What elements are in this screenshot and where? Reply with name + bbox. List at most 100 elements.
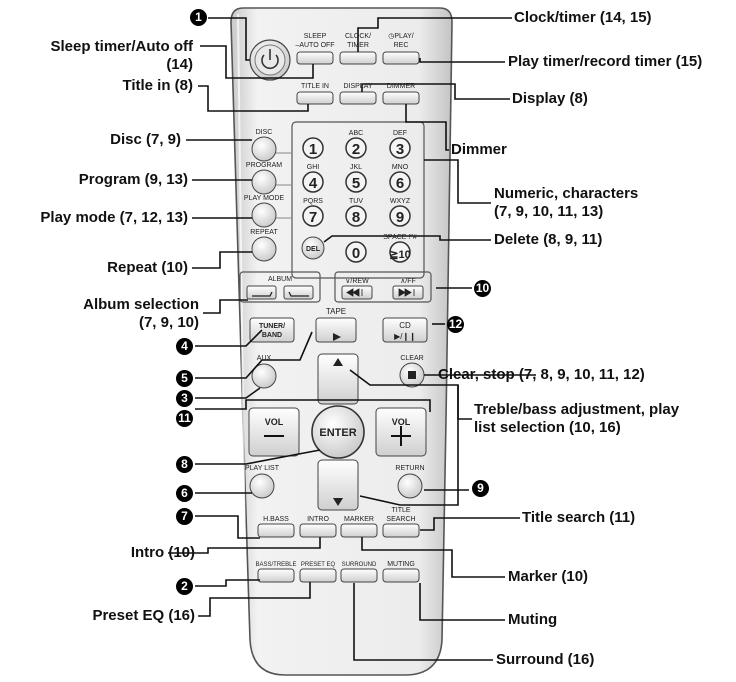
label-title-search: Title search (11) bbox=[522, 509, 636, 526]
key-7-button bbox=[302, 205, 324, 227]
sleep-label: SLEEP bbox=[304, 33, 327, 40]
key-2-digit: 2 bbox=[352, 141, 360, 158]
power-icon bbox=[261, 49, 279, 70]
key-11-digit: ≧10 bbox=[389, 249, 410, 261]
key-1-digit: 1 bbox=[309, 141, 317, 158]
play-rec-label-2: REC bbox=[394, 42, 409, 49]
key-7-letters: PQRS bbox=[303, 198, 323, 205]
marker-label: MARKER bbox=[344, 516, 374, 523]
title-search-label: TITLE bbox=[391, 507, 410, 514]
return-label: RETURN bbox=[395, 465, 424, 472]
label-treble-bass: Treble/bass adjustment, play bbox=[474, 401, 680, 418]
tuner-label: TUNER/ bbox=[259, 323, 285, 330]
key-4-digit: 4 bbox=[309, 175, 318, 192]
tape-label: TAPE bbox=[326, 307, 346, 316]
label-sleep-timer: Sleep timer/Auto off bbox=[50, 38, 193, 55]
keypad-frame bbox=[291, 121, 425, 279]
key-6-digit: 6 bbox=[396, 175, 404, 192]
key-3-letters: DEF bbox=[393, 130, 407, 137]
enter-label: ENTER bbox=[319, 427, 356, 439]
sleep-label-2: –AUTO OFF bbox=[295, 42, 334, 49]
callout-2: 2 bbox=[176, 578, 193, 595]
cd-label: CD bbox=[399, 321, 411, 330]
key-8-letters: TUV bbox=[349, 198, 363, 205]
key-4-letters: GHI bbox=[307, 164, 320, 171]
label-marker: Marker (10) bbox=[508, 568, 589, 585]
key-4-button bbox=[302, 171, 324, 193]
label-play-mode: Play mode (7, 12, 13) bbox=[40, 209, 188, 226]
hbass-label: H.BASS bbox=[263, 516, 289, 523]
key-3-button bbox=[389, 137, 411, 159]
album-label: ALBUM bbox=[268, 276, 292, 283]
key-8-digit: 8 bbox=[352, 209, 360, 226]
play-rec-label: ◷PLAY/ bbox=[388, 33, 413, 40]
key-9-button bbox=[389, 205, 411, 227]
label-preset-eq: Preset EQ (16) bbox=[92, 607, 195, 624]
callout-6: 6 bbox=[176, 485, 193, 502]
label-clear-stop: Clear, stop (7, 8, 9, 10, 11, 12) bbox=[438, 366, 645, 383]
callout-3: 3 bbox=[176, 390, 193, 407]
label-muting: Muting bbox=[508, 611, 558, 628]
key-5-digit: 5 bbox=[352, 175, 360, 192]
intro-label: INTRO bbox=[307, 516, 329, 523]
display-label: DISPLAY bbox=[343, 83, 372, 90]
key-11-button bbox=[389, 241, 411, 263]
label-dimmer: Dimmer bbox=[451, 141, 507, 158]
label-numeric: Numeric, characters bbox=[494, 185, 639, 202]
program-label: PROGRAM bbox=[246, 162, 282, 169]
clock-label-2: TIMER bbox=[347, 42, 369, 49]
key-9-letters: WXYZ bbox=[390, 198, 411, 205]
callout-8: 8 bbox=[176, 456, 193, 473]
key-3-digit: 3 bbox=[396, 141, 404, 158]
stop-icon bbox=[408, 371, 416, 379]
key-8-button bbox=[345, 205, 367, 227]
label-album-selection: Album selection bbox=[83, 296, 199, 313]
ff-label: ∧/FF bbox=[400, 278, 416, 285]
label-repeat: Repeat (10) bbox=[107, 259, 188, 276]
rew-label: ∨/REW bbox=[345, 278, 369, 285]
title-in-label: TITLE IN bbox=[301, 83, 329, 90]
rew-icon bbox=[346, 288, 363, 297]
key-9-digit: 9 bbox=[396, 209, 404, 226]
key-5-letters: JKL bbox=[350, 164, 362, 171]
key-5-button bbox=[345, 171, 367, 193]
label-play-timer: Play timer/record timer (15) bbox=[508, 53, 703, 70]
surround-label: SURROUND bbox=[342, 562, 377, 568]
key-2-button bbox=[345, 137, 367, 159]
title-search-label-2: SEARCH bbox=[386, 516, 415, 523]
callout-11: 11 bbox=[176, 410, 193, 427]
callout-1: 1 bbox=[190, 9, 207, 26]
label-sleep-timer-pages: (14) bbox=[166, 56, 193, 73]
play-pause-icon: ▶/❙❙ bbox=[394, 332, 416, 341]
label-program: Program (9, 13) bbox=[78, 171, 188, 188]
callout-10: 10 bbox=[474, 280, 491, 297]
label-delete: Delete (8, 9, 11) bbox=[494, 231, 603, 248]
label-album-selection-pages: (7, 9, 10) bbox=[138, 314, 199, 331]
preset-eq-label: PRESET EQ bbox=[301, 562, 336, 568]
label-display: Display (8) bbox=[512, 90, 588, 107]
tape-play-icon bbox=[333, 333, 341, 341]
del-label: DEL bbox=[306, 246, 321, 253]
callout-12: 12 bbox=[447, 316, 464, 333]
label-clock-timer: Clock/timer (14, 15) bbox=[514, 9, 652, 26]
key-10-digit: 0 bbox=[352, 245, 360, 262]
clear-label: CLEAR bbox=[400, 355, 423, 362]
ff-icon bbox=[398, 288, 415, 297]
vol-plus-label: VOL bbox=[392, 417, 411, 427]
label-disc: Disc (7, 9) bbox=[110, 131, 181, 148]
clock-label: CLOCK/ bbox=[345, 33, 371, 40]
label-title-in: Title in (8) bbox=[122, 77, 193, 94]
callout-7: 7 bbox=[176, 508, 193, 525]
up-arrow-icon bbox=[333, 358, 343, 366]
repeat-label: REPEAT bbox=[250, 229, 278, 236]
callout-5: 5 bbox=[176, 370, 193, 387]
navigation-cluster bbox=[248, 353, 427, 511]
key-6-button bbox=[389, 171, 411, 193]
key-10-button bbox=[345, 241, 367, 263]
label-numeric-pages: (7, 9, 10, 11, 13) bbox=[494, 203, 604, 220]
aux-label: AUX bbox=[257, 355, 272, 362]
muting-label: MUTING bbox=[387, 561, 415, 568]
callout-4: 4 bbox=[176, 338, 193, 355]
label-treble-bass-pages: list selection (10, 16) bbox=[474, 419, 621, 436]
